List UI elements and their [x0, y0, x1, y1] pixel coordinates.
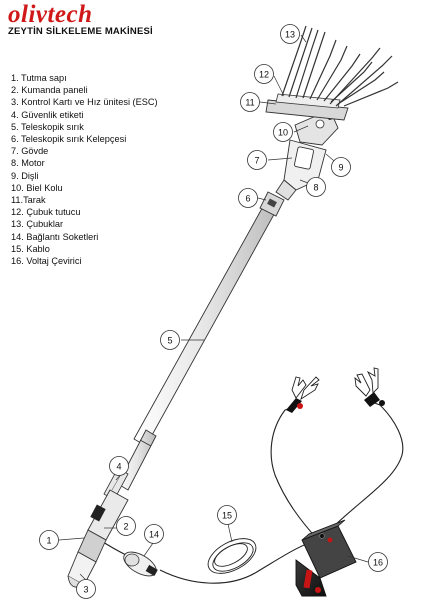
callout-label: 8 — [313, 183, 318, 193]
legend-item: 6. Teleskopik sırık Kelepçesi — [11, 134, 127, 145]
legend-item: 4. Güvenlik etiketi — [11, 109, 84, 120]
callout-label: 12 — [259, 70, 269, 80]
callout-label: 3 — [83, 585, 88, 595]
callout-label: 5 — [167, 336, 172, 346]
legend-item: 13. Çubuklar — [11, 219, 64, 230]
clip-right — [354, 367, 385, 407]
legend-item: 8. Motor — [11, 158, 45, 169]
callout-5: 5 — [160, 330, 180, 350]
comb-rods — [281, 25, 399, 107]
callout-label: 14 — [149, 530, 159, 540]
callout-8: 8 — [306, 177, 326, 197]
pole-clamp — [259, 191, 285, 217]
legend-item: 15. Kablo — [11, 243, 50, 254]
legend-item: 7. Gövde — [11, 146, 49, 157]
parts-legend: 1. Tutma sapı 2. Kumanda paneli 3. Kontr… — [11, 72, 158, 267]
callout-2: 2 — [116, 516, 136, 536]
callout-label: 11 — [245, 98, 254, 108]
legend-item: 11.Tarak — [11, 195, 46, 206]
callout-13: 13 — [280, 24, 300, 44]
cable-coil — [207, 538, 257, 574]
legend-item: 12. Çubuk tutucu — [11, 207, 81, 218]
voltage-converter — [295, 519, 357, 597]
callout-label: 6 — [245, 194, 250, 204]
callout-3: 3 — [76, 579, 96, 599]
clip-left — [286, 376, 320, 413]
callout-1: 1 — [39, 530, 59, 550]
callout-10: 10 — [273, 122, 293, 142]
brand-logo: olivtech — [8, 1, 93, 28]
callout-label: 9 — [338, 163, 343, 173]
legend-item: 5. Teleskopik sırık — [11, 121, 84, 132]
legend-item: 1. Tutma sapı — [11, 73, 67, 83]
connection-sockets — [123, 551, 158, 577]
callout-label: 16 — [373, 558, 383, 568]
callout-label: 4 — [116, 462, 121, 472]
comb-head — [265, 93, 349, 121]
callout-label: 2 — [123, 522, 128, 532]
legend-item: 10. Biel Kolu — [11, 182, 63, 193]
callout-15: 15 — [217, 505, 237, 525]
callout-label: 10 — [278, 128, 288, 138]
callout-6: 6 — [238, 188, 258, 208]
callout-4: 4 — [109, 456, 129, 476]
diagram-title: ZEYTİN SİLKELEME MAKİNESİ — [8, 26, 153, 37]
callout-16: 16 — [368, 552, 388, 572]
handle-assembly — [67, 489, 129, 588]
callout-14: 14 — [144, 524, 164, 544]
legend-item: 2. Kumanda paneli — [11, 85, 88, 96]
callout-9: 9 — [331, 157, 351, 177]
callout-label: 15 — [222, 511, 232, 521]
legend-item: 9. Dişli — [11, 170, 39, 181]
callout-label: 1 — [46, 536, 51, 546]
callout-12: 12 — [254, 64, 274, 84]
callout-7: 7 — [247, 150, 267, 170]
legend-item: 16. Voltaj Çevirici — [11, 256, 82, 267]
callout-11: 11 — [240, 92, 260, 112]
callout-label: 7 — [254, 156, 259, 166]
legend-item: 3. Kontrol Kartı ve Hız ünitesi (ESC) — [11, 97, 158, 108]
telescopic-pole — [117, 202, 278, 491]
legend-item: 14. Bağlantı Soketleri — [11, 231, 99, 242]
callout-label: 13 — [285, 30, 295, 40]
